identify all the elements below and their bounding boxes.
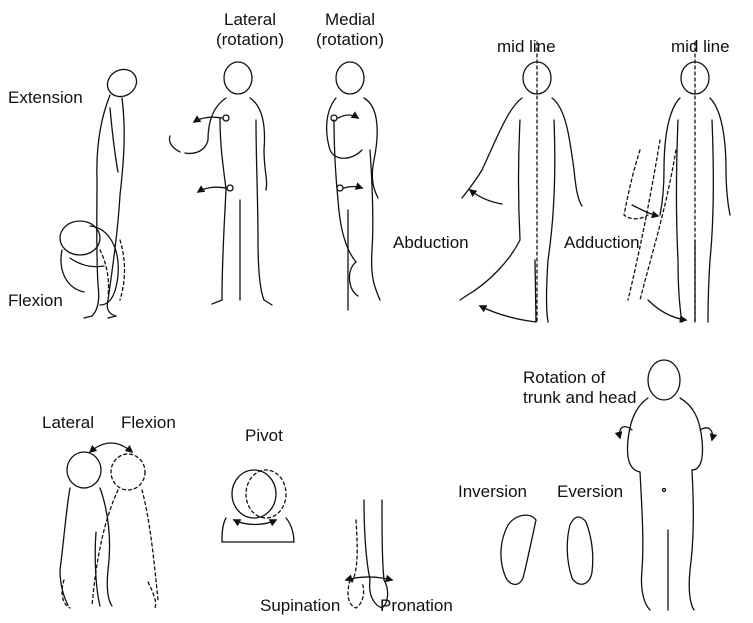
label-lateral-flexion-flexion: Flexion xyxy=(121,413,176,433)
abduction-figure xyxy=(460,42,582,322)
label-pivot: Pivot xyxy=(245,426,283,446)
label-extension: Extension xyxy=(8,88,83,108)
label-medial-rotation: Medial (rotation) xyxy=(300,10,400,50)
forearm-figure xyxy=(346,500,392,608)
medial-rotation-figure xyxy=(327,62,380,310)
label-abduction: Abduction xyxy=(393,233,469,253)
label-medial-paren: (rotation) xyxy=(300,30,400,50)
label-pronation: Pronation xyxy=(380,596,453,616)
label-trunk-rotation: Rotation of trunk and head xyxy=(523,368,636,408)
label-adduction: Adduction xyxy=(564,233,640,253)
label-flexion: Flexion xyxy=(8,291,63,311)
lateral-flexion-figure xyxy=(60,443,158,610)
label-lateral-flexion-lateral: Lateral xyxy=(42,413,94,433)
label-lateral-rotation: Lateral (rotation) xyxy=(200,10,300,50)
adduction-figure xyxy=(624,42,730,322)
label-trunk-line1: Rotation of xyxy=(523,368,636,388)
label-trunk-line2: trunk and head xyxy=(523,388,636,408)
label-lateral-paren: (rotation) xyxy=(200,30,300,50)
label-supination: Supination xyxy=(260,596,340,616)
foot-figure xyxy=(501,515,593,584)
lateral-rotation-figure xyxy=(169,62,272,305)
label-lateral: Lateral xyxy=(200,10,300,30)
label-eversion: Eversion xyxy=(557,482,623,502)
label-midline-abduction: mid line xyxy=(497,37,556,57)
label-midline-adduction: mid line xyxy=(671,37,730,57)
pivot-figure xyxy=(222,470,294,542)
label-inversion: Inversion xyxy=(458,482,527,502)
label-medial: Medial xyxy=(300,10,400,30)
